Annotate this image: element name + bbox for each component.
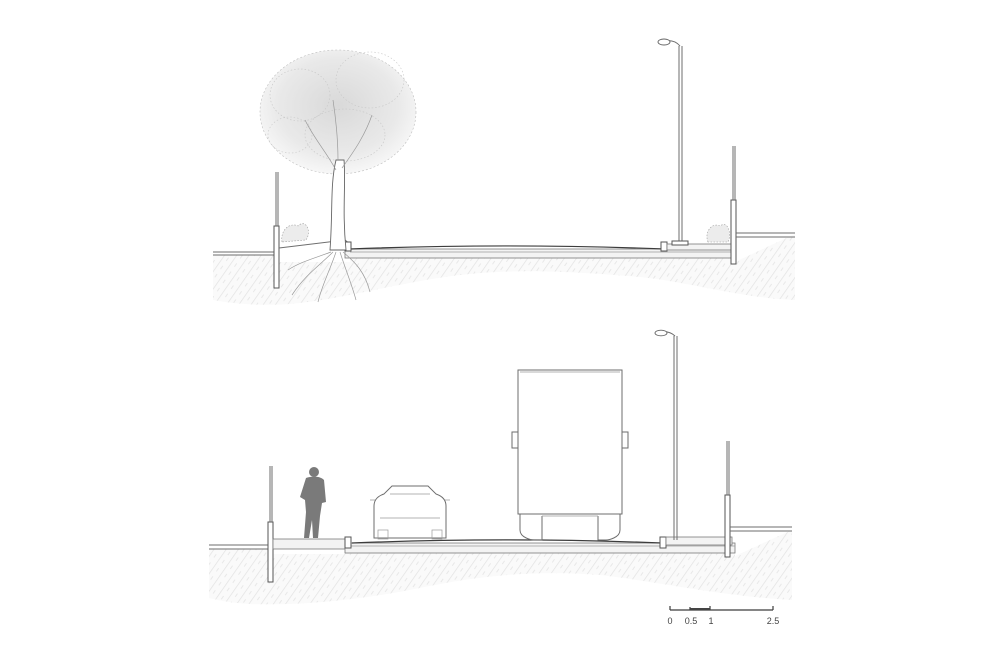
car-front-icon	[370, 485, 450, 540]
pedestrian-icon	[300, 467, 326, 538]
scale-tick-label: 2.5	[767, 616, 780, 626]
section-b	[209, 329, 792, 605]
scale-tick-label: 1	[708, 616, 713, 626]
scale-tick-label: 0	[667, 616, 672, 626]
truck-rear-icon	[511, 369, 629, 541]
shrub-icon	[281, 223, 309, 243]
section-b-left-wall	[267, 521, 274, 583]
section-a	[213, 38, 795, 305]
section-a-left-wall	[273, 225, 280, 289]
section-a-ground	[213, 234, 795, 305]
street-lamp-icon	[657, 38, 689, 246]
scale-bar: 0 0.5 1 2.5	[667, 606, 779, 626]
tree-icon	[259, 49, 417, 303]
section-a-right-wall	[730, 199, 737, 265]
street-lamp-icon	[654, 329, 678, 540]
section-b-right-wall	[724, 494, 731, 558]
scale-tick-label: 0.5	[685, 616, 698, 626]
shrub-icon	[706, 224, 730, 243]
section-b-ground	[209, 530, 792, 605]
